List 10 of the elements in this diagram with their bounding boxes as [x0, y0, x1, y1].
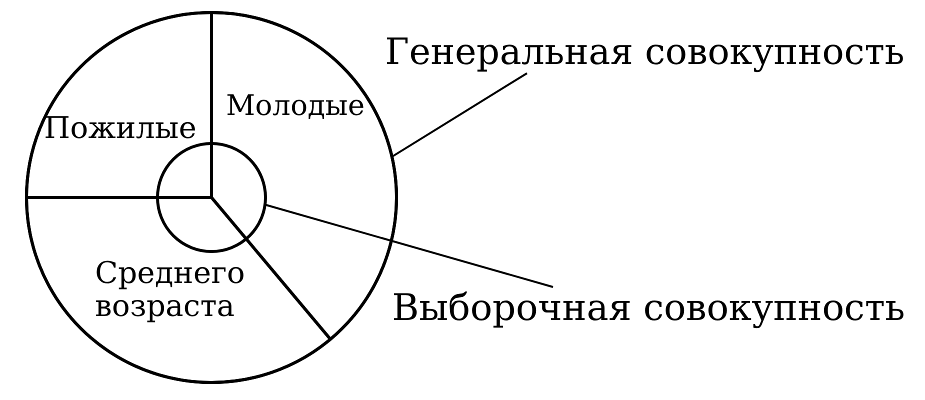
inner-circle — [156, 142, 266, 252]
leader-line — [391, 72, 528, 158]
callout-label: Генеральная совокупность — [385, 31, 904, 74]
pie-sector — [24, 196, 332, 384]
sector-label: Пожилые — [44, 112, 198, 147]
pie-sector — [24, 10, 212, 198]
callout-label: Выборочная совокупность — [392, 287, 905, 330]
leader-line — [264, 204, 554, 288]
sector-label: Молодые — [226, 88, 366, 122]
sector-label: Среднего возраста — [95, 257, 246, 323]
